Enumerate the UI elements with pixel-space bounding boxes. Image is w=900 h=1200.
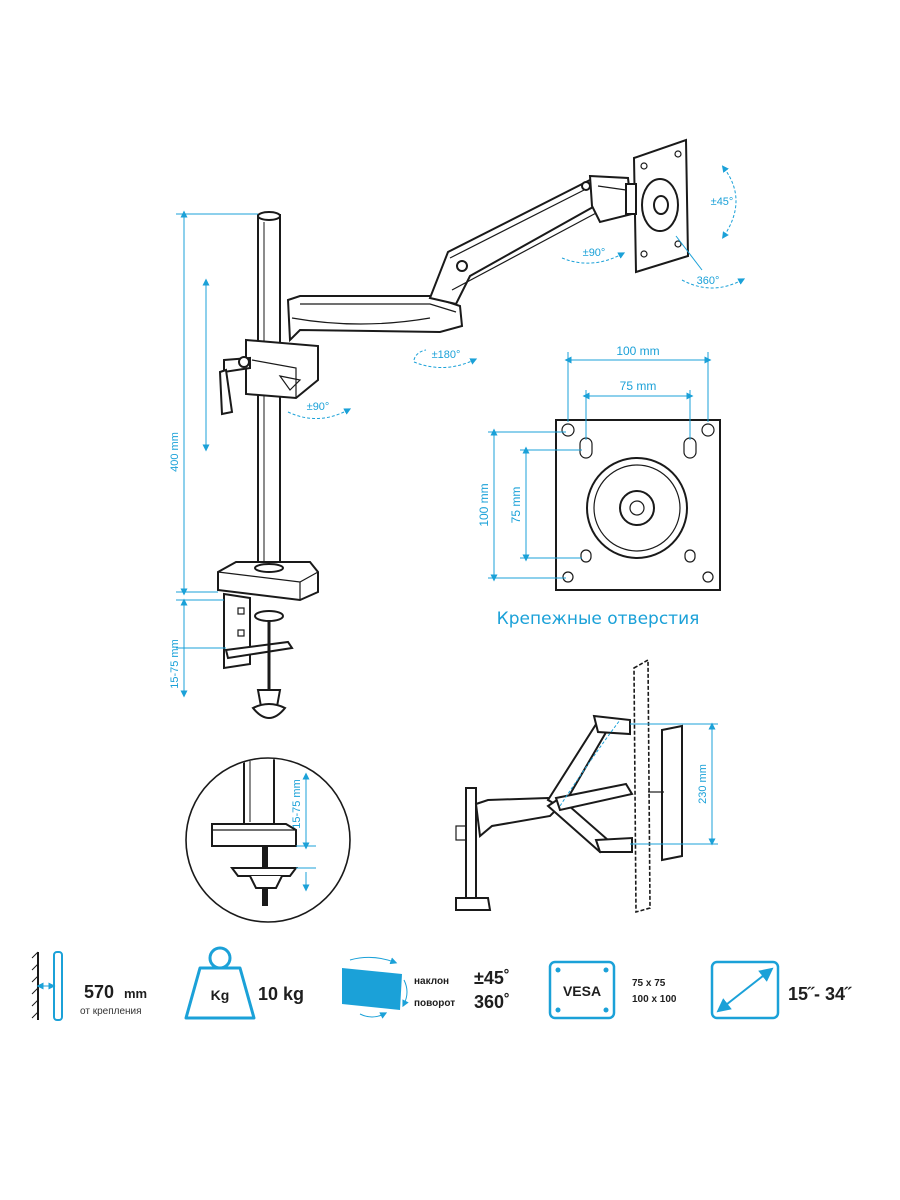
clamp-detail-view: 15-75 mm [185, 757, 351, 923]
vesa-size-1: 75 x 75 [632, 978, 666, 989]
reach-value: 570 [84, 982, 114, 1002]
monitor-tilt-icon [342, 956, 409, 1019]
specs-row: 570 mm от крепления Kg 10 kg наклон ±45˚… [31, 946, 852, 1021]
height-dim-label: 400 mm [169, 432, 181, 472]
clamp-dim-label: 15-75 mm [169, 639, 181, 689]
desk-base [217, 561, 319, 602]
weight-value: 10 kg [258, 984, 304, 1004]
tilt-label: ±45° [711, 196, 734, 208]
vesa-inner-height: 75 mm [509, 487, 523, 524]
vesa-spec: VESA 75 x 75 100 x 100 [548, 960, 677, 1020]
gas-spring-arm [428, 174, 634, 306]
screen-size-value: 15˝- 34˝ [788, 984, 852, 1004]
reach-unit: mm [124, 986, 147, 1001]
tilt-spec-label: наклон [414, 976, 449, 987]
wall-reach-icon [31, 951, 63, 1021]
tilt-indicator: ±45° [711, 165, 737, 239]
rotate-spec-label: поворот [414, 998, 455, 1009]
vesa-size-2: 100 x 100 [632, 994, 677, 1005]
side-view: 230 mm [455, 658, 718, 914]
clamp-dimension: 15-75 mm [169, 598, 226, 698]
vesa-icon: VESA [548, 960, 616, 1020]
reach-note: от крепления [80, 1006, 142, 1017]
vesa-plate-view: 100 mm 75 mm 100 mm 75 mm Крепежные отве… [477, 344, 721, 629]
weight-spec: Kg 10 kg [184, 946, 304, 1020]
arm-rotation-label: ±180° [432, 349, 461, 361]
reach-spec: 570 mm от крепления [31, 951, 147, 1021]
pole-rotation-label: ±90° [307, 401, 330, 413]
svg-text:VESA: VESA [563, 983, 601, 999]
vesa-outer-width: 100 mm [616, 344, 659, 358]
svg-text:Kg: Kg [211, 987, 230, 1003]
screen-size-spec: 15˝- 34˝ [710, 960, 852, 1020]
head-rotation-label: ±90° [583, 247, 606, 259]
vesa-height-dims: 100 mm 75 mm [477, 428, 582, 582]
weight-icon: Kg [184, 946, 256, 1020]
main-mount-view: 400 mm 15-75 mm ±180° ±90° ±90° [169, 138, 746, 719]
arm-rotation-indicator: ±180° [413, 349, 478, 368]
desk-clamp [223, 592, 294, 719]
height-collar [218, 338, 319, 416]
vesa-outer-height: 100 mm [477, 483, 491, 526]
head-rotation-indicator: ±90° [561, 247, 626, 264]
clamp-detail-dim: 15-75 mm [291, 779, 303, 829]
rotate-label: 360° [697, 275, 720, 287]
pole-rotation-indicator: ±90° [287, 401, 352, 420]
head-plate [625, 138, 690, 274]
vesa-holes [561, 423, 715, 583]
tilt-rotate-spec: наклон ±45˚ поворот 360˚ [342, 956, 510, 1019]
vesa-caption: Крепежные отверстия [497, 609, 700, 629]
tilt-spec-value: ±45˚ [474, 968, 510, 988]
lower-arm [286, 295, 464, 343]
side-view-dim: 230 mm [697, 764, 709, 804]
height-dimension: 400 mm [169, 210, 258, 596]
rotate-indicator: 360° [675, 235, 746, 289]
screen-diagonal-icon [710, 960, 780, 1020]
vesa-inner-width: 75 mm [620, 379, 657, 393]
rotate-spec-value: 360˚ [474, 992, 510, 1012]
vesa-width-dims: 100 mm 75 mm [564, 344, 712, 440]
